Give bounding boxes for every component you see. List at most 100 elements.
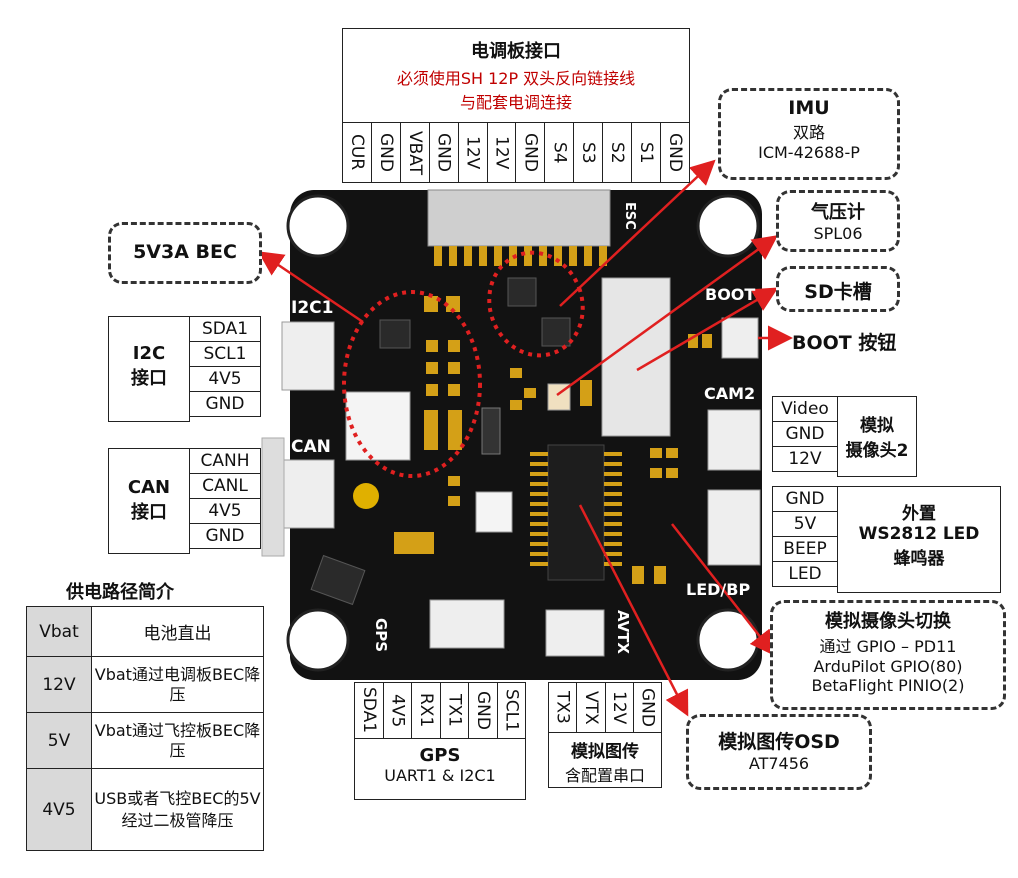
silk-avtx: AVTX [614,610,632,654]
smd-pads [424,296,712,584]
esc-note-1: 必须使用SH 12P 双头反向链接线 [396,69,636,88]
vtx-line1: 含配置串口 [564,766,645,785]
cam-switch-line1: 通过 GPIO – PD11 [819,637,957,656]
led-pin: LED [772,561,838,587]
led-pin-table: GND 5V BEEP LED [772,486,838,587]
imu-line2: ICM-42688-P [758,143,860,162]
silk-i2c1: I2C1 [291,298,334,318]
cam-switch-callout: 模拟摄像头切换 通过 GPIO – PD11 ArduPilot GPIO(80… [770,600,1006,710]
power-row-name: Vbat [26,606,92,657]
i2c-connector [281,321,335,391]
power-row-name: 4V5 [26,768,92,851]
inductor [345,391,411,461]
esc-pin: GND [515,122,546,183]
esc-pin-table: CUR GND VBAT GND 12V 12V GND S4 S3 S2 S1… [342,122,691,183]
led-pin: 5V [772,511,838,537]
led-pin: GND [772,486,838,512]
can-pin: CANH [189,448,261,474]
imu-chip-1 [507,277,537,307]
silk-gps: GPS [372,618,390,653]
vtx-pin: VTX [576,682,606,733]
osd-pins [530,452,622,566]
esc-pin: 12V [457,122,488,183]
can-pin-table: CANH CANL 4V5 GND [189,448,261,549]
baro-title: 气压计 [811,202,865,223]
i2c-label1: I2C [132,343,166,364]
gps-line1: UART1 & I2C1 [384,766,496,785]
gps-connector [429,599,505,649]
power-row-desc: 电池直出 [91,606,264,657]
boot-button-part [721,317,759,359]
gps-pin: 4V5 [382,682,412,739]
esc-title: 电调板接口 [471,41,561,62]
usb-port [261,437,285,557]
vtx-pin: GND [632,682,663,733]
can-label1: CAN [127,477,171,498]
esc-note-2: 与配套电调连接 [459,93,572,112]
esc-pin: 12V [486,122,517,183]
vtx-connector [545,609,605,657]
bec-callout: 5V3A BEC [108,222,262,284]
mosfet [310,554,366,606]
osd-line1: AT7456 [748,754,810,773]
gps-pin: SCL1 [496,682,526,739]
imu-line1: 双路 [792,123,825,142]
i2c-label-box: I2C 接口 [108,316,190,422]
power-table: Vbat 电池直出 12V Vbat通过电调板BEC降压 5V Vbat通过飞控… [26,606,264,851]
gps-pin: RX1 [411,682,441,739]
led-label2: WS2812 LED [858,524,980,544]
esc-pin: S3 [573,122,604,183]
led-label-box: 外置 WS2812 LED 蜂鸣器 [837,486,1001,593]
vtx-label-box: 模拟图传 含配置串口 [548,732,662,788]
imu-callout: IMU 双路 ICM-42688-P [718,88,900,180]
bec-highlight [342,290,482,478]
gps-pin-table: SDA1 4V5 RX1 TX1 GND SCL1 [354,682,526,739]
mount-hole-br [696,608,760,672]
silk-boot: BOOT [705,285,756,304]
callout-arrows [257,159,793,717]
led-label3: 蜂鸣器 [893,549,945,569]
osd-title: 模拟图传OSD [718,731,840,753]
can-label2: 接口 [131,502,167,523]
i2c-pin: SCL1 [189,341,261,367]
capacitor-large [394,532,434,554]
mount-hole-bl [286,608,350,672]
osd-callout: 模拟图传OSD AT7456 [686,714,872,790]
vtx-pin-table: TX3 VTX 12V GND [547,682,663,733]
power-row-name: 5V [26,712,92,769]
led-connector [707,489,761,566]
vtx-pin: 12V [604,682,634,733]
vtx-pin: TX3 [547,682,578,733]
imu-chip-2 [541,317,571,347]
esc-pin: GND [428,122,459,183]
esc-pin: S2 [602,122,633,183]
esc-pin: CUR [342,122,372,183]
can-pin: 4V5 [189,498,261,524]
boot-button-label: BOOT 按钮 [792,332,897,354]
osd-chip [547,444,605,581]
power-row-desc: Vbat通过电调板BEC降压 [91,656,264,713]
baro-callout: 气压计 SPL06 [776,190,900,252]
esc-connector [427,189,611,247]
bec-title: 5V3A BEC [133,241,237,263]
cam2-pin: Video [772,396,838,422]
bec-chip [379,319,411,349]
vtx-title: 模拟图传 [571,742,639,762]
i2c-pin: SDA1 [189,316,261,342]
esc-pin: GND [370,122,401,183]
cam2-label-box: 模拟 摄像头2 [837,396,917,477]
silk-can: CAN [291,437,331,457]
status-led [353,483,379,509]
silk-ledbp: LED/BP [686,580,751,599]
cam2-label1: 模拟 [860,416,894,436]
gps-title: GPS [419,745,461,766]
imu-title: IMU [788,97,830,119]
can-pin: GND [189,523,261,549]
cam2-pin: GND [772,421,838,447]
mount-hole-tl [286,194,350,258]
esc-pin: S1 [631,122,661,183]
gps-pin: SDA1 [354,682,384,739]
cam2-connector [707,409,761,471]
cam-switch-line3: BetaFlight PINIO(2) [811,676,965,695]
